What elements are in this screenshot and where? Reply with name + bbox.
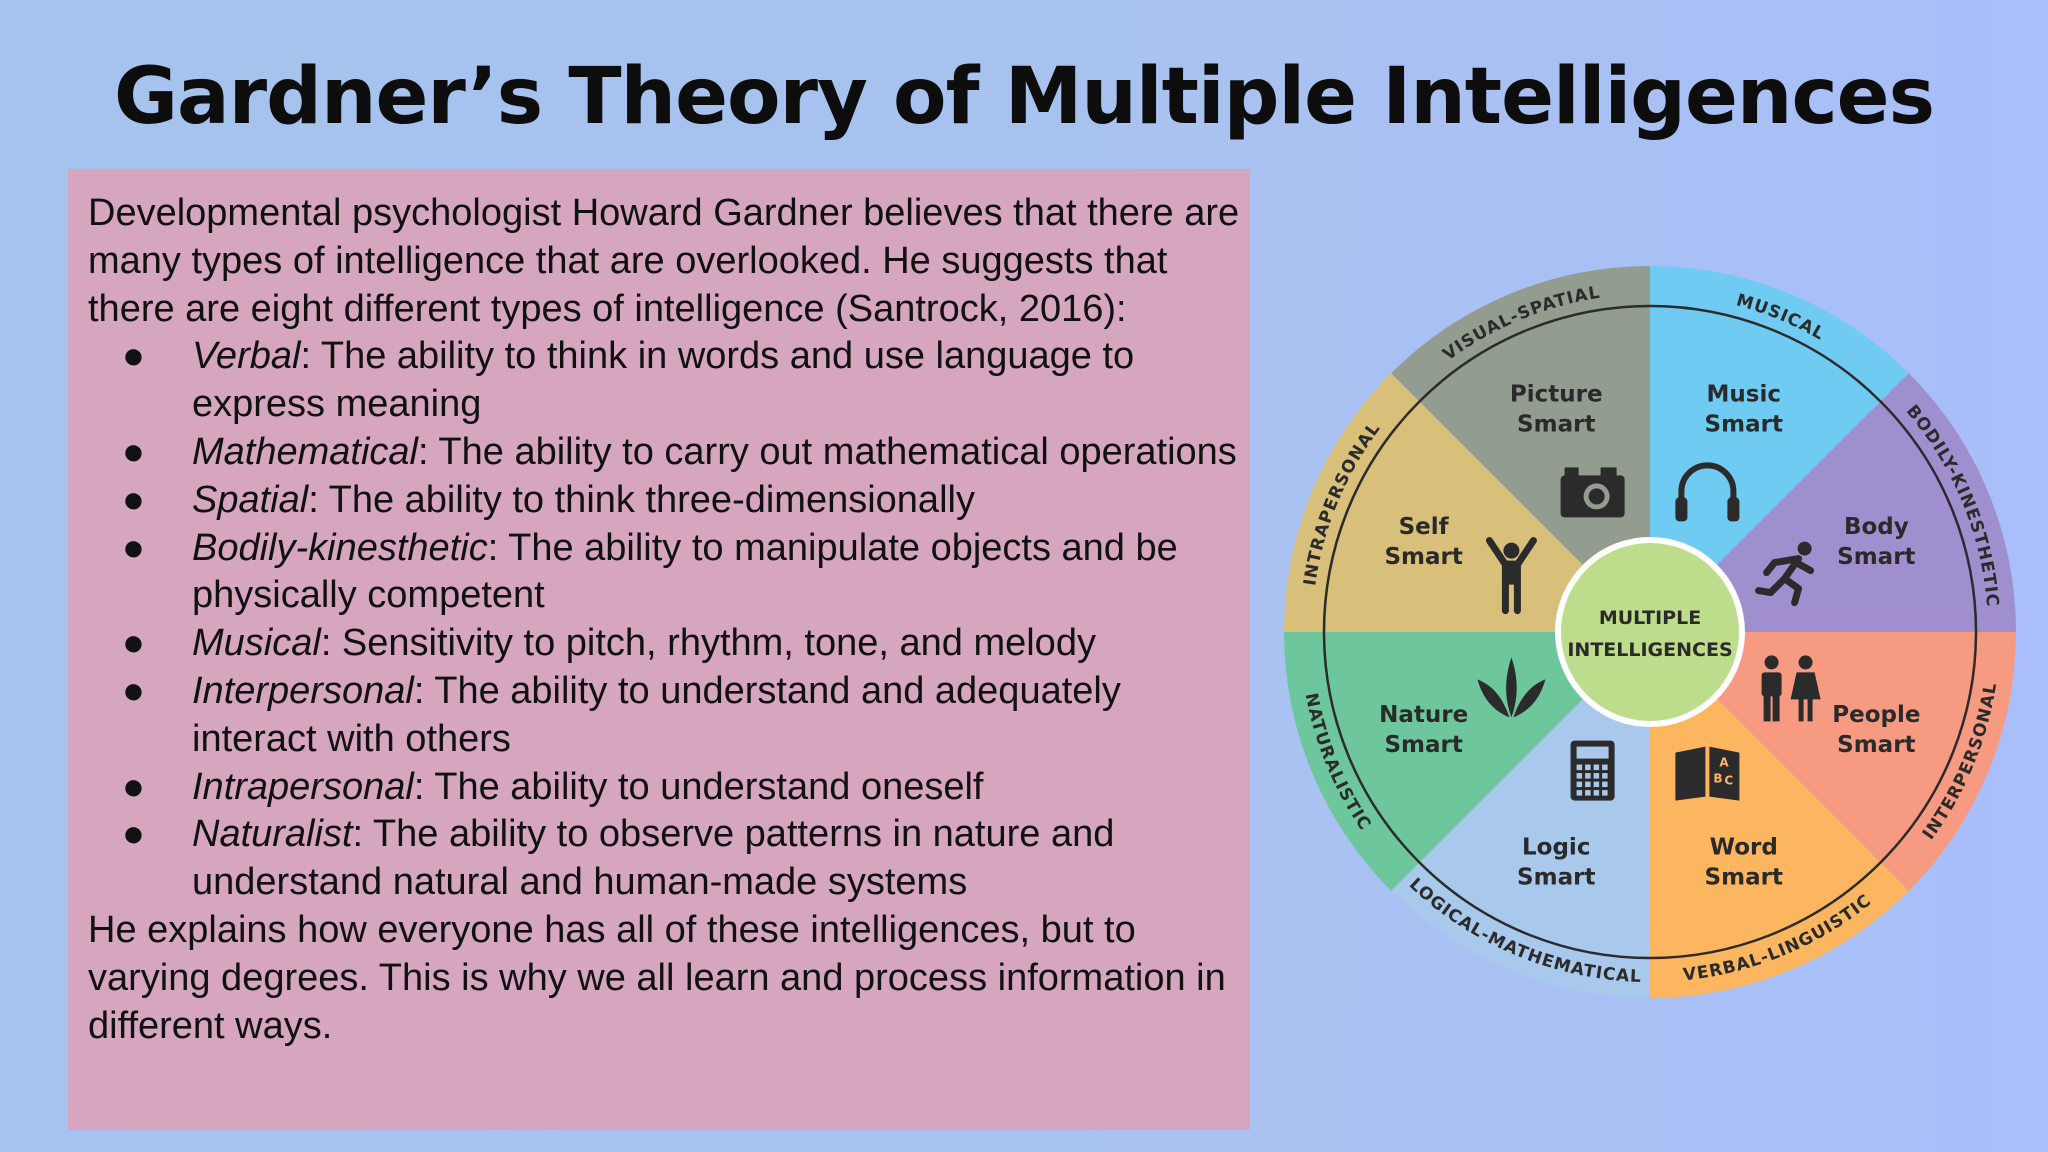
list-item: ● Interpersonal: The ability to understan…: [88, 668, 1248, 764]
center-label: INTELLIGENCES: [1567, 639, 1732, 661]
segment-label: Smart: [1705, 412, 1783, 438]
wheel-segment-musical: [1650, 266, 1909, 632]
segment-label: Picture: [1510, 382, 1603, 408]
list-item: ● Verbal: The ability to think in words a…: [88, 333, 1248, 429]
item-term: Naturalist: [192, 813, 353, 856]
running-person-icon: [1755, 541, 1815, 607]
segment-label: Smart: [1384, 544, 1462, 570]
conclusion-paragraph: He explains how everyone has all of thes…: [88, 908, 1226, 1047]
segment-label: Smart: [1384, 732, 1462, 758]
list-item: ● Musical: Sensitivity to pitch, rhythm, …: [88, 620, 1248, 668]
text-content: Developmental psychologist Howard Gardne…: [88, 190, 1248, 1050]
plant-icon: [1477, 657, 1546, 718]
item-description: : Sensitivity to pitch, rhythm, tone, an…: [320, 622, 1096, 665]
svg-text:B: B: [1713, 772, 1722, 786]
segment-label: Smart: [1837, 544, 1915, 570]
bullet: ●: [122, 622, 145, 665]
wheel-segment-naturalistic: [1284, 632, 1650, 891]
item-description: : The ability to manipulate objects and …: [192, 526, 1178, 617]
segment-label: Word: [1710, 834, 1778, 860]
wheel-segment-interpersonal: [1650, 632, 2016, 891]
segment-label: Smart: [1705, 864, 1783, 890]
segment-label: Self: [1399, 514, 1450, 540]
item-description: : The ability to understand and adequate…: [192, 669, 1121, 760]
bullet: ●: [122, 430, 145, 473]
list-item: ● Mathematical: The ability to carry out …: [88, 429, 1248, 477]
item-description: : The ability to think three-dimensional…: [308, 478, 975, 521]
center-circle: [1555, 537, 1745, 727]
wheel-segment-bodily-kinesthetic: [1650, 373, 2016, 632]
item-term: Bodily-kinesthetic: [192, 526, 488, 569]
item-term: Spatial: [192, 478, 309, 521]
segment-label: Smart: [1517, 864, 1595, 890]
calculator-icon: [1570, 740, 1615, 801]
list-item: ● Spatial: The ability to think three-dim…: [88, 477, 1248, 525]
wheel-segment-logical-mathematical: [1391, 632, 1650, 998]
wheel-segment-verbal-linguistic: [1650, 632, 1909, 998]
wheel-graphic: MUSICALBODILY-KINESTHETICINTERPERSONALVE…: [1284, 266, 2016, 998]
svg-text:A: A: [1719, 756, 1729, 770]
list-item: ● Naturalist: The ability to observe patt…: [88, 811, 1248, 907]
item-term: Intrapersonal: [192, 765, 414, 808]
segment-label: Nature: [1379, 702, 1468, 728]
item-term: Interpersonal: [192, 669, 414, 712]
person-arms-up-icon: [1485, 537, 1537, 615]
intro-paragraph: Developmental psychologist Howard Gardne…: [88, 192, 1240, 330]
bullet: ●: [122, 813, 145, 856]
wheel-segment-visual-spatial: [1391, 266, 1650, 632]
item-term: Musical: [192, 622, 321, 665]
list-item: ● Intrapersonal: The ability to understan…: [88, 764, 1248, 812]
item-term: Mathematical: [192, 430, 418, 473]
item-description: : The ability to carry out mathematical …: [417, 430, 1237, 473]
item-description: : The ability to think in words and use …: [192, 335, 1135, 426]
segment-label: Music: [1707, 382, 1781, 408]
text-panel: [68, 169, 1250, 1130]
svg-text:C: C: [1724, 774, 1733, 788]
bullet: ●: [122, 478, 145, 521]
bullet: ●: [122, 669, 145, 712]
people-icon: [1761, 655, 1821, 722]
bullet: ●: [122, 526, 145, 569]
slide-title: Gardner’s Theory of Multiple Intelligenc…: [113, 52, 1935, 142]
segment-label: Logic: [1522, 834, 1590, 860]
headphones-icon: [1675, 462, 1740, 522]
segment-label: Smart: [1837, 732, 1915, 758]
camera-icon: [1560, 467, 1625, 518]
item-description: : The ability to observe patterns in nat…: [192, 813, 1115, 904]
item-description: : The ability to understand oneself: [413, 765, 984, 808]
segment-label: Body: [1844, 514, 1909, 540]
inner-ring: [1322, 304, 1978, 960]
bullet: ●: [122, 335, 145, 378]
intelligence-list: ● Verbal: The ability to think in words a…: [88, 333, 1248, 907]
center-label: MULTIPLE: [1599, 607, 1701, 629]
wheel-segment-intrapersonal: [1284, 373, 1650, 632]
bullet: ●: [122, 765, 145, 808]
segment-label: Smart: [1517, 412, 1595, 438]
item-term: Verbal: [192, 335, 301, 378]
segment-label: People: [1832, 702, 1920, 728]
list-item: ● Bodily-kinesthetic: The ability to mani…: [88, 525, 1248, 621]
